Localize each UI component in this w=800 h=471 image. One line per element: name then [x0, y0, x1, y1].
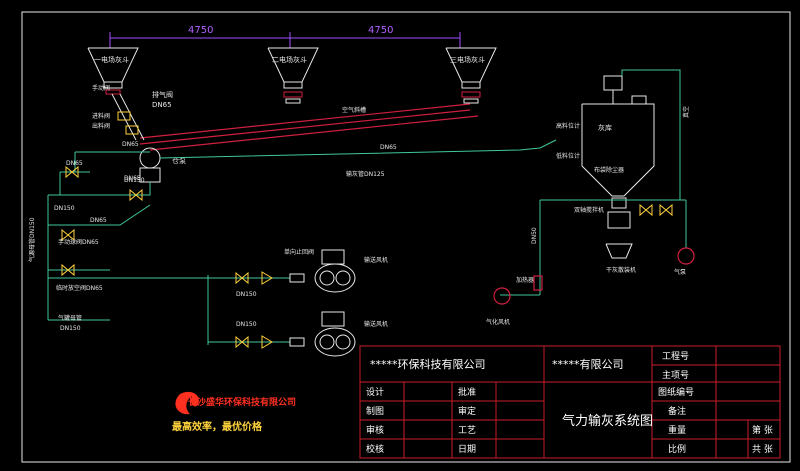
- dimension-label-1: 4750: [188, 25, 213, 36]
- manual-gate-label: 手动阀: [92, 84, 110, 92]
- tb-remark: 备注: [668, 405, 686, 417]
- tb-sheet-of: 第 张: [752, 424, 773, 436]
- fluid-blower: [493, 247, 695, 305]
- tb-project-no: 工程号: [662, 351, 689, 362]
- tb-audit: 审核: [366, 424, 384, 436]
- tb-approve: 批准: [458, 386, 476, 398]
- heater-label: 加热器: [516, 276, 534, 284]
- dn150-e-label: DN150: [236, 321, 257, 328]
- dn65-a-label: DN65: [152, 101, 172, 109]
- low-level-label: 低料位计: [556, 152, 580, 160]
- title-company-left: *****环保科技有限公司: [370, 357, 486, 371]
- blower-2-label: 输送风机: [364, 320, 388, 328]
- dry-unloader-label: 干灰散装机: [606, 266, 636, 274]
- tb-design: 设计: [366, 386, 384, 398]
- logo-slogan: 最高效率，最优价格: [172, 420, 263, 433]
- air-manifold-left: [47, 171, 151, 321]
- manual-ball-label: 手动球阀DN65: [58, 238, 99, 246]
- tb-review: 审定: [458, 405, 476, 417]
- tb-draw: 制图: [366, 405, 384, 417]
- tb-drawing-no: 图纸编号: [658, 386, 694, 398]
- title-block: [359, 345, 781, 459]
- outlet-valve-label: 出料阀: [92, 122, 110, 130]
- pump-label: 仓泵: [172, 156, 186, 165]
- check-valve-label: 单向止回阀: [284, 248, 314, 256]
- unloader-label: 双轴搅拌机: [574, 206, 604, 214]
- high-level-label: 高料位计: [556, 122, 580, 130]
- hopper-3: [445, 47, 497, 104]
- gas-valve-label: 临时放空阀DN65: [56, 284, 103, 292]
- hopper-1: [87, 47, 139, 95]
- dn65-d-label: DN65: [380, 144, 397, 151]
- tb-process: 工艺: [458, 425, 476, 436]
- silo-pipes: [500, 69, 687, 296]
- tb-check: 校核: [366, 443, 384, 455]
- dn150-a-label: DN150: [54, 205, 75, 212]
- dn150-c-label: DN150: [60, 325, 81, 332]
- blower-valves: [235, 271, 273, 349]
- tb-weight: 重量: [668, 424, 686, 436]
- blower-1: [289, 249, 356, 293]
- left-valves: [61, 165, 143, 277]
- exhaust-valve-label: 排气阀: [152, 90, 173, 99]
- silo-label: 灰库: [598, 123, 612, 132]
- dimension-line: [109, 32, 461, 48]
- air-supply-label: 气源母管DN150: [28, 217, 36, 262]
- vent-label: 气泵: [674, 268, 686, 276]
- blower-2: [289, 311, 356, 357]
- tb-item-no: 主项号: [662, 369, 689, 381]
- title-company-right: *****有限公司: [552, 357, 624, 371]
- air-tank-label: 气罐母管: [58, 314, 82, 322]
- hopper-1-label: 一电场灰斗: [94, 55, 129, 64]
- blower-lines: [48, 275, 290, 345]
- dn65-c-label: DN65: [124, 175, 141, 182]
- dn65-e-label: DN65: [66, 160, 83, 167]
- hopper-2-label: 二电场灰斗: [272, 55, 307, 64]
- inlet-valve-label: 进料阀: [92, 112, 110, 120]
- logo-company: 长沙盛华环保科技有限公司: [188, 396, 296, 408]
- drawing-title: 气力输灰系统图: [562, 413, 653, 429]
- silo: [581, 75, 655, 259]
- air-chute-label: 空气斜槽: [342, 106, 366, 114]
- dn150-d-label: DN150: [236, 291, 257, 298]
- hopper-3-label: 三电场灰斗: [450, 55, 485, 64]
- tb-sheet-total: 共 张: [752, 444, 773, 455]
- dn65-f-label: DN65: [90, 217, 107, 224]
- hopper-2: [267, 47, 319, 104]
- fluid-blower-label: 气化风机: [486, 318, 510, 326]
- air-chute: [139, 103, 479, 151]
- conveying-pipe: [74, 139, 557, 172]
- vacuum-label: 真空: [682, 106, 690, 118]
- dn150-b-label: DN150: [124, 177, 145, 184]
- conveying-pipe-label: 输灰管DN125: [346, 170, 385, 178]
- dust-collector-label: 布袋除尘器: [594, 166, 624, 174]
- drawing-border: [21, 11, 791, 463]
- tb-scale: 比例: [668, 443, 686, 455]
- dn50-label: DN50: [531, 227, 538, 244]
- silo-right-valves: [639, 203, 673, 217]
- blower-1-label: 输送风机: [364, 256, 388, 264]
- company-logo: [175, 391, 199, 415]
- dimension-label-2: 4750: [368, 25, 393, 36]
- dn65-b-label: DN65: [122, 141, 139, 148]
- tb-date: 日期: [458, 444, 476, 455]
